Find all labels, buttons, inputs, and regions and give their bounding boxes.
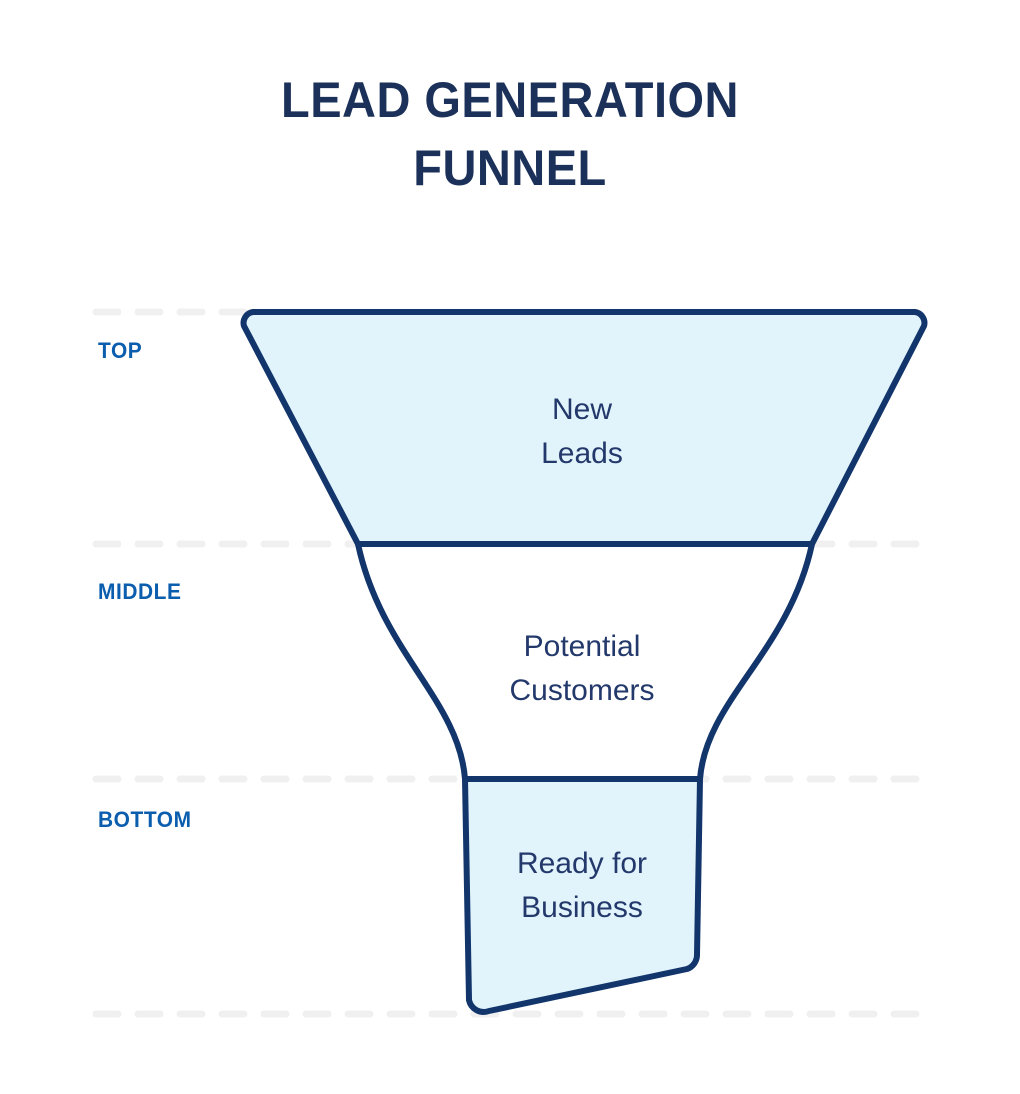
- stage-label-middle[interactable]: MIDDLE: [98, 579, 182, 604]
- funnel-right-wall: [694, 309, 928, 958]
- stage-label-bottom[interactable]: BOTTOM: [98, 807, 192, 832]
- funnel-left-wall: [240, 309, 472, 1003]
- page-title-line-2: FUNNEL: [413, 140, 607, 196]
- page-title: LEAD GENERATION FUNNEL: [31, 66, 990, 202]
- funnel-bottom-edge: [466, 952, 700, 1015]
- funnel-section-middle[interactable]: [358, 544, 812, 779]
- page-title-line-1: LEAD GENERATION: [281, 72, 739, 128]
- funnel-outline: [240, 309, 928, 1015]
- funnel-section-bottom[interactable]: [465, 779, 700, 1013]
- stage-label-top[interactable]: TOP: [98, 338, 143, 363]
- funnel-section-top[interactable]: [243, 312, 925, 544]
